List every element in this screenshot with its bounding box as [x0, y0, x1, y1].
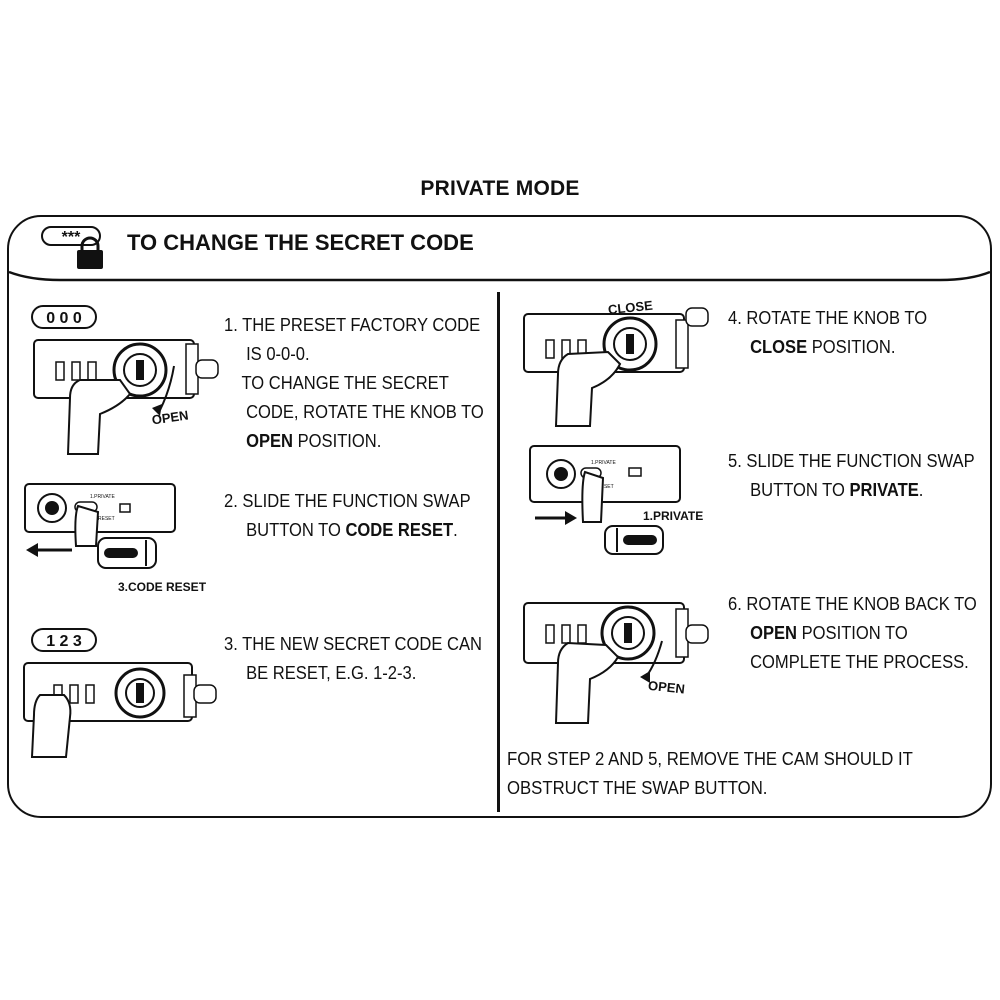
step-2-line-2: BUTTON TO CODE RESET. — [246, 520, 458, 540]
step-1-line-1: 1. THE PRESET FACTORY CODE — [224, 315, 481, 335]
cam-note: FOR STEP 2 AND 5, REMOVE THE CAM SHOULD … — [507, 745, 913, 803]
code-display-000: 0 0 0 — [46, 310, 82, 327]
step-5-line-2: BUTTON TO PRIVATE. — [750, 480, 924, 500]
step-4-line-1: 4. ROTATE THE KNOB TO — [728, 308, 928, 328]
section-heading: TO CHANGE THE SECRET CODE — [127, 230, 474, 255]
step-3-line-2: BE RESET, E.G. 1-2-3. — [246, 663, 417, 683]
figure-step2-code-reset: 1.PRIVATE RESET 3.CODE RESET — [24, 483, 207, 594]
open-label-1: OPEN — [151, 407, 190, 427]
icon-code-text: *** — [62, 229, 81, 246]
figure-step1-lock-open: 0 0 0 OPEN — [31, 305, 219, 455]
step-6-text: 6. ROTATE THE KNOB BACK TO OPEN POSITION… — [728, 590, 977, 677]
step-1-line-4: CODE, ROTATE THE KNOB TO — [246, 402, 484, 422]
header-band — [8, 270, 991, 282]
open-label-6: OPEN — [647, 678, 685, 697]
step-5-line-1: 5. SLIDE THE FUNCTION SWAP — [728, 451, 975, 471]
private-label: 1.PRIVATE — [643, 509, 703, 523]
step-1-text: 1. THE PRESET FACTORY CODE IS 0-0-0. TO … — [224, 311, 484, 456]
figure-step6-lock-open: OPEN — [523, 602, 709, 724]
switch-reset-label-5: RESET — [597, 484, 614, 490]
switch-reset-label-2: RESET — [98, 516, 115, 522]
column-divider — [497, 292, 500, 812]
step-2-line-1: 2. SLIDE THE FUNCTION SWAP — [224, 491, 471, 511]
instruction-panel — [7, 215, 992, 818]
step-5-text: 5. SLIDE THE FUNCTION SWAP BUTTON TO PRI… — [728, 447, 975, 505]
step-1-line-5: OPEN POSITION. — [246, 431, 382, 451]
step-1-line-3: TO CHANGE THE SECRET — [241, 373, 449, 393]
step-3-text: 3. THE NEW SECRET CODE CAN BE RESET, E.G… — [224, 630, 482, 688]
cam-note-line-2: OBSTRUCT THE SWAP BUTTON. — [507, 778, 768, 798]
step-6-line-2: OPEN POSITION TO — [750, 623, 908, 643]
step-2-text: 2. SLIDE THE FUNCTION SWAP BUTTON TO COD… — [224, 487, 471, 545]
padlock-icon: *** — [41, 226, 103, 269]
step-6-line-3: COMPLETE THE PROCESS. — [750, 652, 969, 672]
step-6-line-1: 6. ROTATE THE KNOB BACK TO — [728, 594, 977, 614]
cam-note-line-1: FOR STEP 2 AND 5, REMOVE THE CAM SHOULD … — [507, 749, 913, 769]
step-4-text: 4. ROTATE THE KNOB TO CLOSE POSITION. — [728, 304, 927, 362]
switch-private-label-2: 1.PRIVATE — [90, 494, 115, 500]
switch-private-label-5: 1.PRIVATE — [591, 460, 616, 466]
step-4-line-2: CLOSE POSITION. — [750, 337, 896, 357]
close-label: CLOSE — [607, 298, 653, 318]
step-3-line-1: 3. THE NEW SECRET CODE CAN — [224, 634, 482, 654]
code-display-123: 1 2 3 — [46, 633, 82, 650]
code-reset-label: 3.CODE RESET — [118, 580, 207, 594]
page-title: PRIVATE MODE — [420, 177, 580, 200]
step-1-line-2: IS 0-0-0. — [246, 344, 310, 364]
figure-step5-private: 1.PRIVATE RESET 1.PRIVATE — [529, 445, 703, 555]
figure-step4-lock-close: CLOSE — [523, 298, 709, 427]
figure-step3-new-code: 1 2 3 — [23, 628, 217, 758]
